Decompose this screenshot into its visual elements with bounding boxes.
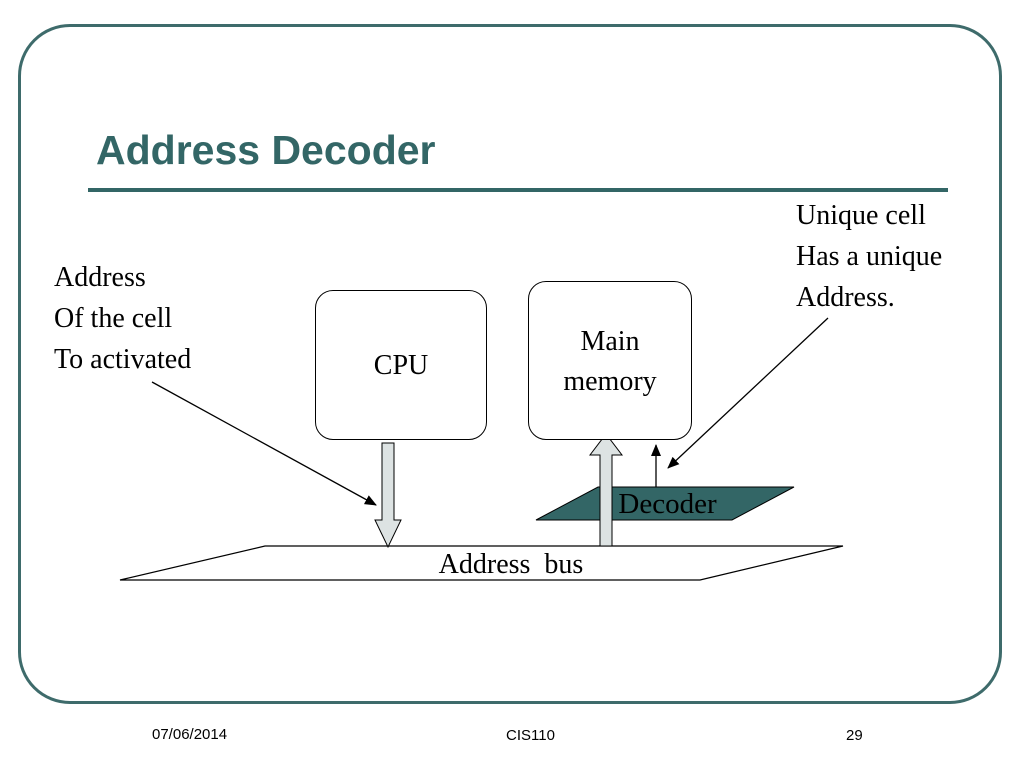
title-underline bbox=[88, 188, 948, 192]
address-note-line-1: Address bbox=[54, 262, 146, 293]
unique-note-line-2: Has a unique bbox=[796, 241, 943, 272]
slide-frame bbox=[18, 24, 1002, 704]
slide-title: Address Decoder bbox=[96, 127, 436, 173]
main-memory-label-line-1: Main bbox=[580, 326, 640, 357]
address-note-line-3: To activated bbox=[54, 344, 192, 375]
cpu-box bbox=[315, 290, 487, 440]
unique-cell-note: Unique cell Has a unique Address. bbox=[796, 195, 942, 318]
cpu-label: CPU bbox=[373, 350, 429, 381]
decoder-label: Decoder bbox=[618, 488, 717, 520]
main-memory-label-line-2: memory bbox=[563, 366, 657, 397]
address-note-line-2: Of the cell bbox=[54, 303, 173, 334]
footer-course: CIS110 bbox=[506, 727, 555, 744]
address-note: Address Of the cell To activated bbox=[54, 257, 191, 380]
unique-note-line-3: Address. bbox=[796, 282, 895, 313]
main-memory-label: Main memory bbox=[528, 322, 692, 402]
address-note-pointer bbox=[151, 381, 377, 506]
cpu-to-bus-arrow bbox=[374, 442, 402, 549]
footer-page-number: 29 bbox=[846, 727, 863, 744]
address-bus-shape bbox=[119, 545, 844, 581]
bus-to-memory-arrow bbox=[588, 433, 624, 547]
address-bus-label: Address bus bbox=[438, 549, 584, 580]
main-memory-box bbox=[528, 281, 692, 440]
footer-date: 07/06/2014 bbox=[152, 726, 228, 743]
unique-note-pointer bbox=[667, 317, 829, 469]
unique-note-line-1: Unique cell bbox=[796, 200, 926, 231]
